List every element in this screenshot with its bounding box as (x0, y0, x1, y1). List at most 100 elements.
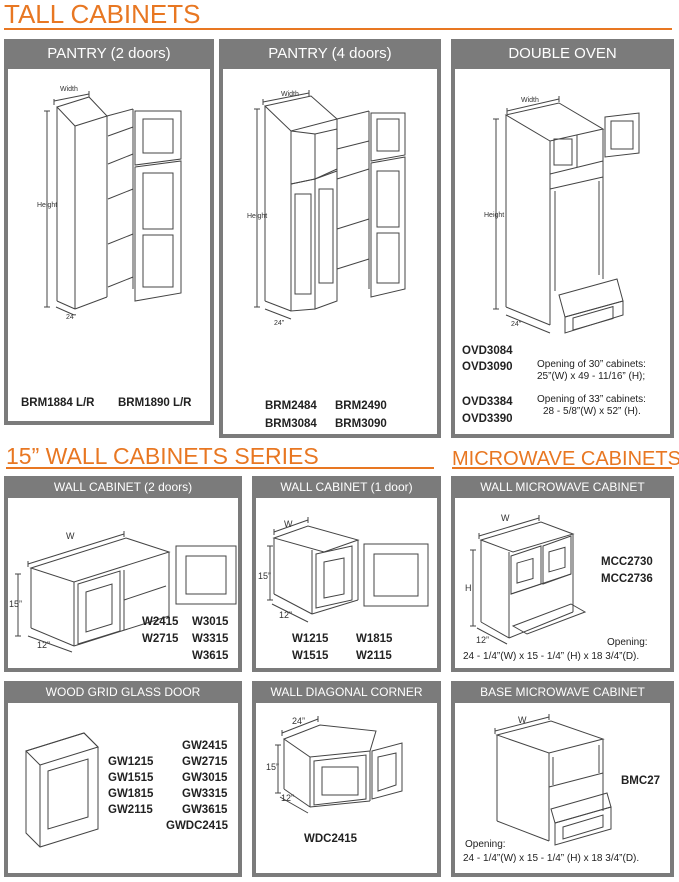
product-code: W1815 (356, 633, 393, 645)
product-code: W3315 (192, 633, 229, 645)
dim-width-label: W (518, 715, 527, 725)
dim-depth-label: 12” (279, 610, 293, 620)
panel-wall-cabinet-2-doors: WALL CABINET (2 doors) W 15” 12” W2415 W… (4, 476, 242, 672)
product-code: W3015 (192, 616, 229, 628)
dim-depth-label: 12” (281, 793, 295, 803)
product-code: WDC2415 (304, 833, 358, 845)
dim-height-label: Height (484, 212, 505, 219)
panel-body (256, 498, 437, 668)
opening-label: Opening: (465, 839, 506, 850)
opening-note: 25”(W) x 49 - 11/16” (H); (537, 371, 646, 382)
dim-depth-label: 12” (476, 635, 490, 645)
opening-note: 28 - 5/8”(W) x 52” (H). (543, 406, 641, 417)
product-code: OVD3384 (462, 396, 513, 408)
opening-note: Opening of 33” cabinets: (537, 394, 646, 405)
product-code: GW3315 (182, 788, 228, 800)
pantry-2-door-drawing (44, 91, 182, 316)
panel-title: WALL DIAGONAL CORNER (270, 685, 423, 699)
product-code: MCC2736 (601, 573, 653, 585)
opening-note: Opening of 30” cabinets: (537, 359, 646, 370)
panel-base-microwave-cabinet: BASE MICROWAVE CABINET W BMC27 Opening: … (451, 681, 674, 877)
product-code: GW1815 (108, 788, 154, 800)
dim-height-label: H (465, 583, 472, 593)
wall-2-door-drawing (15, 531, 237, 653)
panel-body (455, 498, 670, 668)
dim-height-label: Height (37, 202, 58, 209)
product-code: BRM3084 (265, 418, 317, 430)
section-title-wall-cabinets: 15” WALL CABINETS SERIES (6, 443, 319, 469)
dim-depth-label: 24” (274, 320, 285, 327)
panel-title: PANTRY (4 doors) (268, 45, 392, 62)
section-rule-microwave (452, 467, 672, 469)
product-code: GW2415 (182, 740, 228, 752)
product-code: GW3015 (182, 772, 228, 784)
opening-value: 24 - 1/4”(W) x 15 - 1/4” (H) x 18 3/4”(D… (463, 853, 640, 864)
dim-depth-label: 24” (66, 314, 77, 321)
product-code: GW2115 (108, 804, 153, 816)
panel-wood-grid-glass-door: WOOD GRID GLASS DOOR GW1215 GW1515 GW181… (4, 681, 242, 877)
panel-body (8, 498, 238, 668)
section-rule-wall (6, 467, 434, 469)
dim-width-label: W (284, 519, 293, 529)
panel-title: WALL MICROWAVE CABINET (480, 480, 645, 494)
opening-value: 24 - 1/4”(W) x 15 - 1/4” (H) x 18 3/4”(D… (463, 651, 640, 662)
dim-depth-label: 24” (511, 321, 522, 328)
diagonal-corner-drawing (275, 716, 403, 814)
dim-width-label: Width (281, 91, 299, 98)
product-code: GW1215 (108, 756, 154, 768)
panel-wall-microwave-cabinet: WALL MICROWAVE CABINET W H 12” MCC2730 M… (451, 476, 674, 672)
product-code: GW1515 (108, 772, 154, 784)
panel-wall-cabinet-1-door: WALL CABINET (1 door) W 15” 12” W1215 W1… (252, 476, 441, 672)
dim-width-label: 24” (292, 716, 306, 726)
dim-height-label: Height (247, 213, 268, 220)
dim-width-label: W (501, 513, 510, 523)
glass-door-drawing (25, 732, 99, 848)
panel-body (8, 69, 210, 421)
product-code: BRM1890 L/R (118, 397, 192, 409)
product-code: W3615 (192, 650, 229, 662)
panel-title: WOOD GRID GLASS DOOR (45, 685, 201, 699)
product-code: GW2715 (182, 756, 228, 768)
wall-1-door-drawing (267, 517, 429, 623)
dim-height-label: 15” (258, 571, 272, 581)
section-title-tall-cabinets: TALL CABINETS (4, 0, 201, 29)
dim-height-label: 15” (9, 599, 23, 609)
dim-width-label: Width (60, 86, 78, 93)
base-microwave-drawing (494, 714, 612, 846)
product-code: W2115 (356, 650, 392, 662)
product-code: GWDC2415 (166, 820, 228, 832)
dim-height-label: 15” (266, 762, 280, 772)
product-code: W1515 (292, 650, 329, 662)
wall-microwave-drawing (470, 515, 587, 645)
double-oven-drawing (493, 96, 640, 334)
product-code: BRM2484 (265, 400, 317, 412)
panel-title: BASE MICROWAVE CABINET (480, 685, 645, 699)
panel-title: DOUBLE OVEN (508, 45, 617, 62)
opening-label: Opening: (607, 637, 648, 648)
panel-pantry-2-doors: PANTRY (2 doors) Width Height 24” BRM188… (4, 39, 214, 425)
panel-title: WALL CABINET (1 door) (280, 480, 413, 494)
product-code: BRM2490 (335, 400, 387, 412)
panel-body (455, 703, 670, 873)
product-code: W2715 (142, 633, 179, 645)
product-code: W2415 (142, 616, 179, 628)
panel-title: WALL CABINET (2 doors) (53, 480, 193, 494)
dim-width-label: W (66, 531, 75, 541)
section-rule-tall (4, 28, 672, 30)
pantry-4-door-drawing (254, 90, 406, 320)
panel-body (223, 69, 437, 434)
dim-depth-label: 12” (37, 640, 51, 650)
product-code: W1215 (292, 633, 329, 645)
product-code: BRM3090 (335, 418, 387, 430)
product-code: MCC2730 (601, 556, 653, 568)
product-code: OVD3084 (462, 345, 513, 357)
panel-title: PANTRY (2 doors) (47, 45, 171, 62)
panel-double-oven: DOUBLE OVEN Width Height 24” OVD3084 OVD… (451, 39, 674, 438)
panel-pantry-4-doors: PANTRY (4 doors) Width Height 24” BRM248… (219, 39, 441, 438)
product-code: BMC27 (621, 775, 660, 787)
product-code: GW3615 (182, 804, 228, 816)
section-title-microwave-cabinets: MICROWAVE CABINETS (452, 448, 679, 470)
product-code: OVD3090 (462, 361, 513, 373)
product-code: OVD3390 (462, 413, 513, 425)
panel-wall-diagonal-corner: WALL DIAGONAL CORNER 24” 15” 12” WDC2415 (252, 681, 441, 877)
